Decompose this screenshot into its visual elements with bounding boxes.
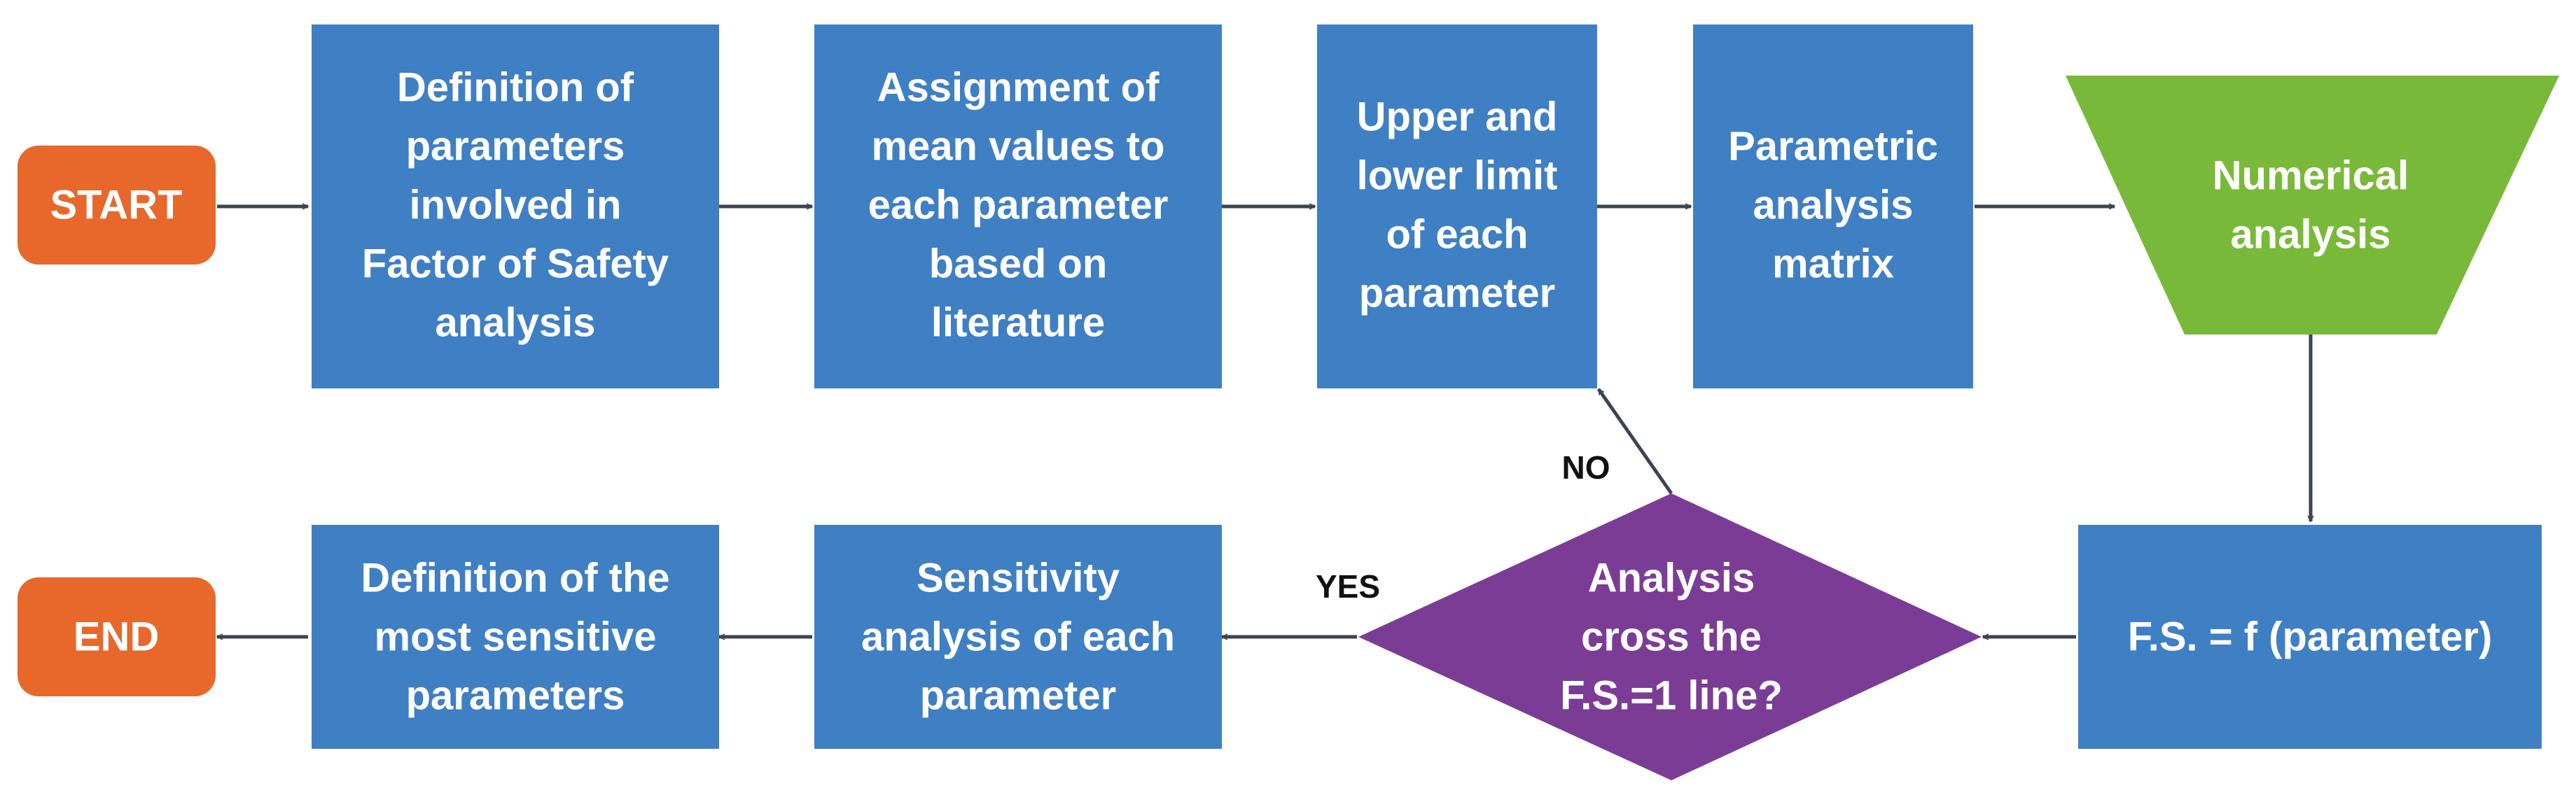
- numerical-line-2: analysis: [2231, 212, 2391, 258]
- sensitivity-process: [814, 525, 1222, 749]
- matrix-line-1: Parametric: [1728, 123, 1938, 169]
- sensitivity-label: Sensitivity analysis of each parameter: [861, 555, 1175, 718]
- most-sensitive-process: [312, 525, 719, 749]
- end-terminal: [18, 577, 216, 696]
- limits-label: Upper and lower limit of each parameter: [1357, 94, 1558, 316]
- end-label: END: [74, 614, 159, 660]
- decision-line-3: F.S.=1 line?: [1560, 673, 1783, 719]
- assignment-line-5: literature: [931, 300, 1105, 346]
- most_sensitive-line-3: parameters: [406, 673, 625, 719]
- definition-line-1: Definition of: [397, 64, 634, 110]
- definition-line-3: involved in: [410, 183, 622, 228]
- definition-process: [312, 24, 719, 388]
- decision-line-1: Analysis: [1588, 555, 1755, 600]
- limits-line-2: lower limit: [1357, 153, 1558, 198]
- yes-label: YES: [1316, 568, 1380, 605]
- fs-label: F.S. = f (parameter): [2128, 614, 2493, 660]
- edge-decision-to-limits: [1596, 388, 1673, 495]
- assignment-line-2: mean values to: [871, 123, 1164, 169]
- node-labels: START Definition of parameters involved in…: [50, 64, 2492, 718]
- shapes: [18, 24, 2559, 780]
- definition-line-4: Factor of Safety: [362, 241, 669, 287]
- sensitivity-line-2: analysis of each: [861, 614, 1175, 660]
- assignment-line-1: Assignment of: [877, 64, 1160, 110]
- matrix-line-2: analysis: [1753, 183, 1914, 228]
- limits-line-1: Upper and: [1357, 94, 1558, 139]
- definition-line-2: parameters: [406, 123, 625, 169]
- assignment-label: Assignment of mean values to each paramete…: [868, 64, 1169, 345]
- matrix-line-3: matrix: [1772, 241, 1894, 287]
- limits-process: [1317, 24, 1597, 388]
- limits-line-4: parameter: [1359, 271, 1555, 316]
- most_sensitive-line-1: Definition of the: [361, 555, 669, 600]
- fs-process: [2078, 525, 2542, 749]
- most_sensitive-line-2: most sensitive: [375, 614, 657, 660]
- matrix-label: Parametric analysis matrix: [1728, 123, 1938, 286]
- start-terminal: [18, 146, 216, 265]
- numerical-line-1: Numerical: [2213, 153, 2409, 198]
- decision-diamond: [1358, 493, 1982, 780]
- end-line-1: END: [74, 614, 159, 660]
- sensitivity-line-3: parameter: [920, 673, 1116, 719]
- assignment-line-4: based on: [929, 241, 1108, 287]
- definition-line-5: analysis: [436, 300, 596, 346]
- start-line-1: START: [50, 183, 182, 228]
- numerical-label: Numerical analysis: [2213, 153, 2409, 257]
- limits-line-3: of each: [1386, 212, 1528, 258]
- most-sensitive-label: Definition of the most sensitive parameter…: [361, 555, 669, 718]
- decision-line-2: cross the: [1581, 614, 1762, 660]
- assignment-process: [814, 24, 1222, 388]
- sensitivity-line-1: Sensitivity: [917, 555, 1120, 600]
- matrix-process: [1693, 24, 1973, 388]
- no-label: NO: [1562, 449, 1610, 486]
- numerical-trapezoid: [2066, 76, 2559, 335]
- edges: [217, 206, 2311, 637]
- start-label: START: [50, 183, 182, 228]
- definition-label: Definition of parameters involved in Factor…: [362, 64, 669, 345]
- fs-line-1: F.S. = f (parameter): [2128, 614, 2493, 660]
- assignment-line-3: each parameter: [868, 183, 1169, 228]
